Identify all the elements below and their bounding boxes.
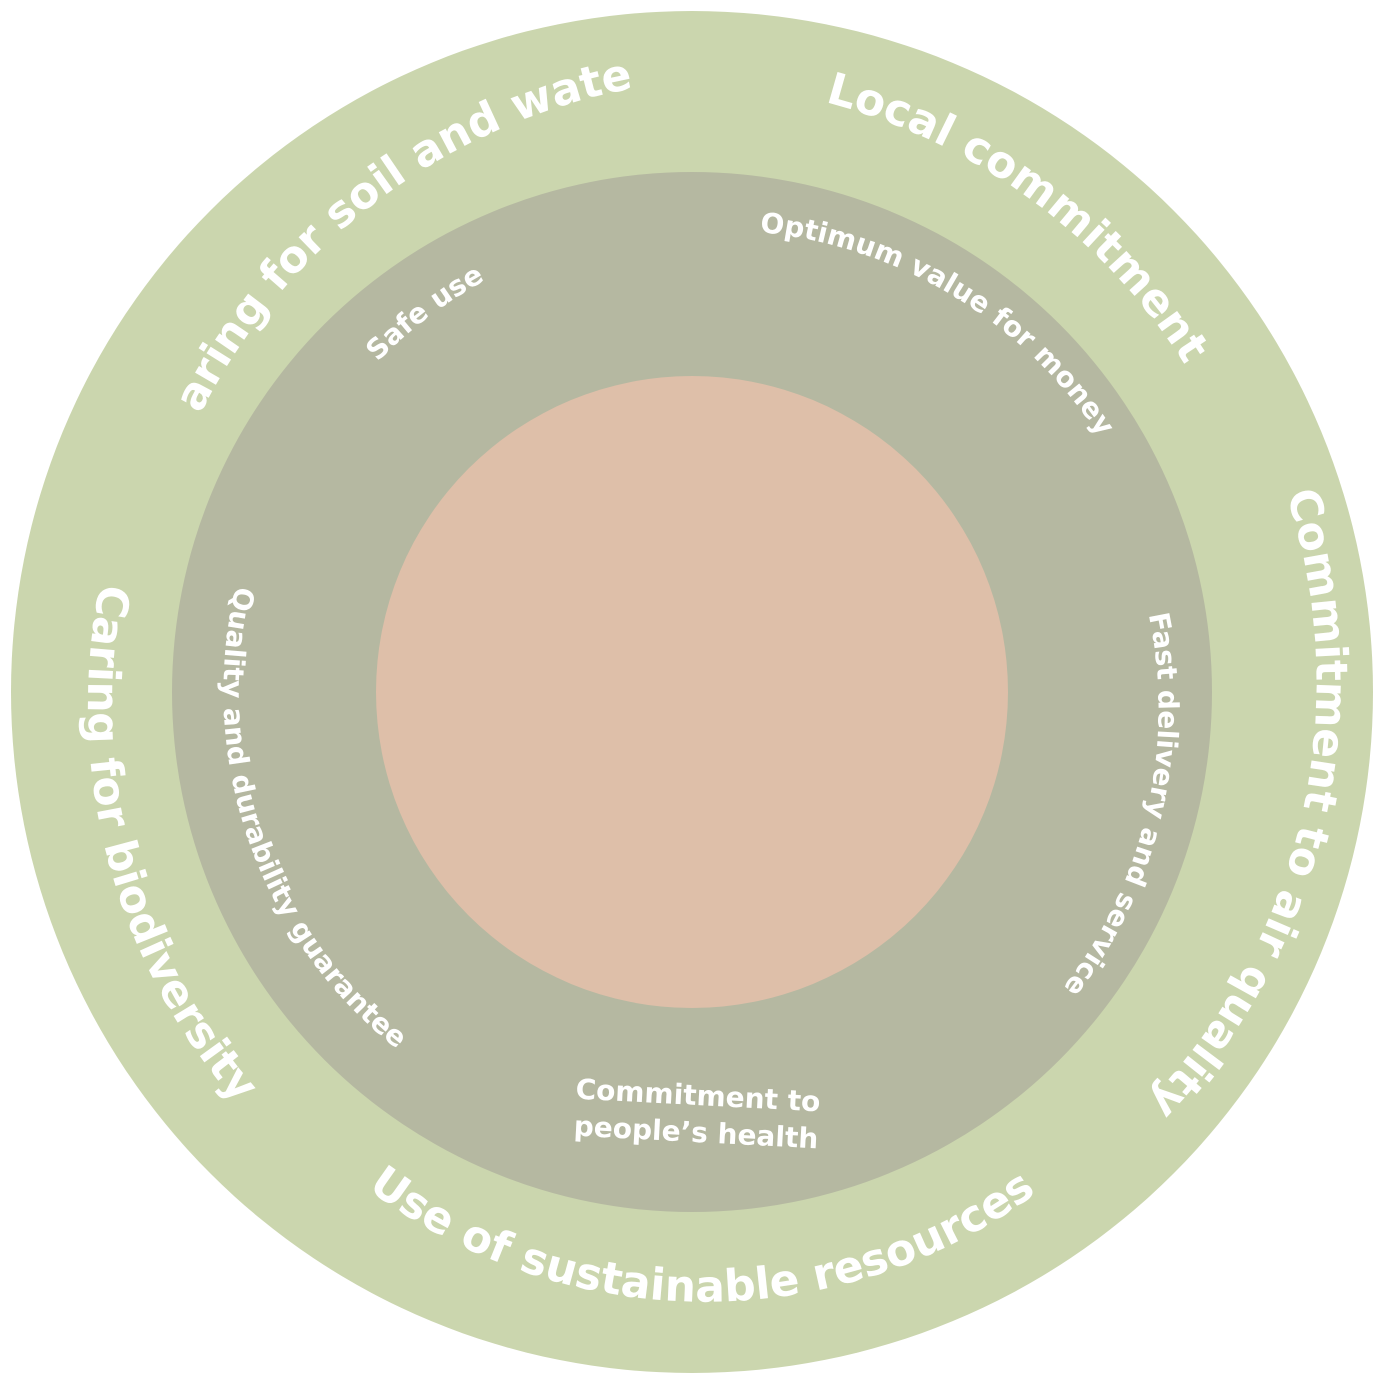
core-circle <box>376 376 1008 1008</box>
